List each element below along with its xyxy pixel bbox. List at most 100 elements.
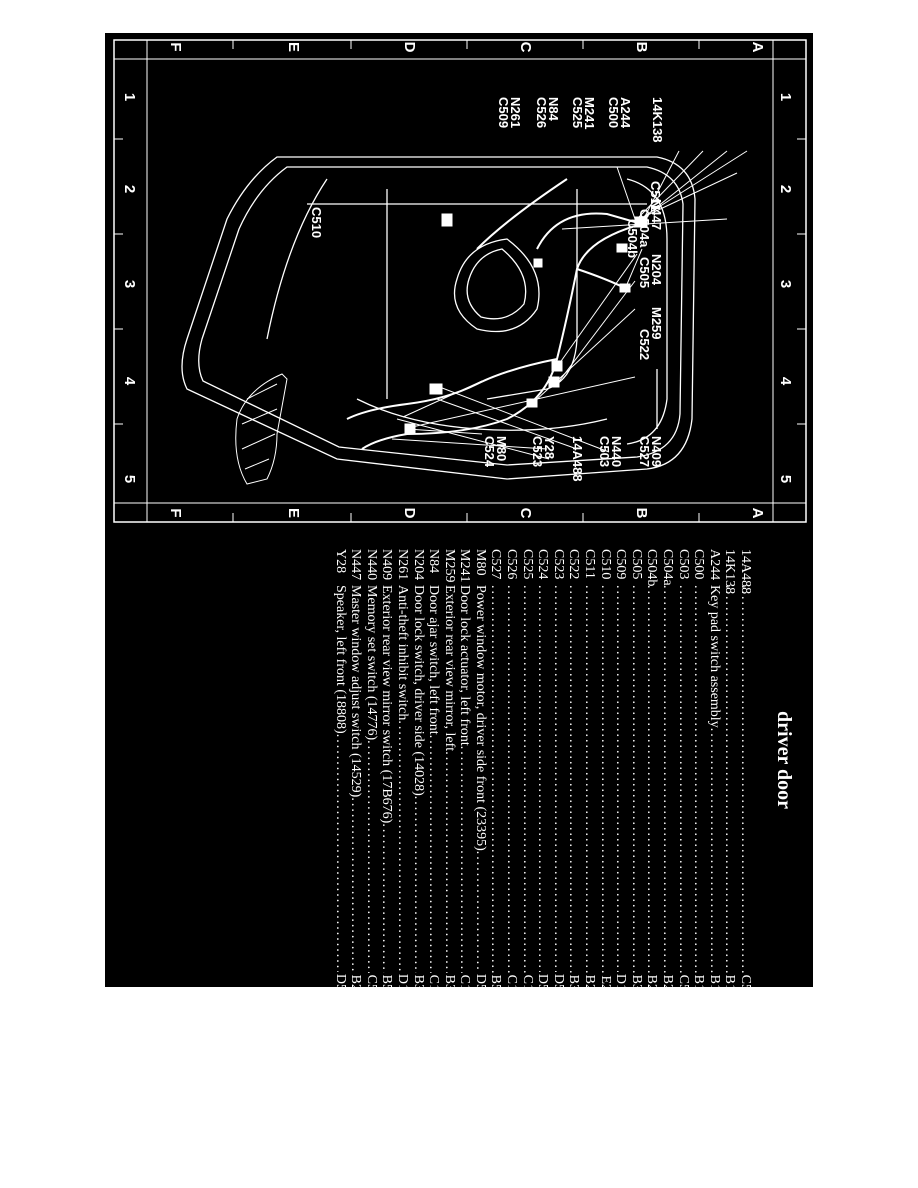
legend-row-leader-dots bbox=[363, 740, 379, 973]
rotated-page: A B C D E F A B C D E F 1 2 3 4 5 1 2 3 … bbox=[105, 33, 813, 991]
door-panel-illustration bbox=[181, 156, 696, 480]
document-sheet: A B C D E F A B C D E F 1 2 3 4 5 1 2 3 … bbox=[105, 33, 813, 991]
callout-n440: N440 bbox=[609, 436, 624, 467]
legend-row: 14A488C5 bbox=[737, 549, 753, 991]
diagram-svg: A B C D E F A B C D E F 1 2 3 4 5 1 2 3 … bbox=[113, 39, 807, 523]
col-label-4: 4 bbox=[777, 377, 794, 386]
door-thumbnail-illustration bbox=[235, 373, 288, 485]
legend-row: C505B3 bbox=[628, 549, 644, 991]
legend-row-location: B2 bbox=[644, 974, 660, 991]
row-label-f: F bbox=[167, 42, 184, 51]
legend-row-description: Anti-theft inhibit switch bbox=[394, 585, 410, 721]
callout-c510: C510 bbox=[309, 207, 324, 238]
col-label-1: 1 bbox=[777, 93, 794, 101]
legend-row-location: C5 bbox=[738, 974, 753, 991]
legend-row: C522B3 bbox=[566, 549, 581, 991]
legend-row: C509D1 bbox=[613, 549, 628, 991]
row-label-b: B bbox=[633, 42, 650, 53]
legend-row-leader-dots bbox=[394, 720, 410, 972]
legend-row-description: Door lock actuator, left front bbox=[457, 585, 473, 746]
callout-n204: N204 bbox=[649, 254, 664, 286]
legend-row-id: N84 bbox=[426, 549, 442, 574]
legend-row-id: C504b bbox=[644, 549, 660, 587]
legend-row-id: M259 bbox=[441, 549, 457, 583]
callout-m259: M259 bbox=[649, 307, 664, 340]
legend-row-leader-dots bbox=[581, 585, 597, 973]
legend-row-location: B5 bbox=[379, 974, 395, 991]
legend-row-description: Door ajar switch, left front bbox=[426, 585, 442, 735]
component-legend: driver door 14A488C514K138B1A244Key pad … bbox=[105, 533, 813, 991]
legend-row-leader-dots bbox=[504, 585, 520, 973]
row-ticks bbox=[232, 40, 700, 522]
legend-row-leader-dots bbox=[675, 585, 691, 973]
callout-14a488: 14A488 bbox=[570, 436, 585, 482]
row-label-f-right: F bbox=[167, 508, 184, 517]
callout-c504b: C504b bbox=[625, 219, 640, 258]
callout-c526: C526 bbox=[534, 97, 549, 128]
legend-row-id: C525 bbox=[519, 549, 535, 580]
legend-row-id: C527 bbox=[488, 549, 504, 580]
legend-row-leader-dots bbox=[706, 728, 722, 973]
legend-row-description: Door lock switch, driver side (14028) bbox=[410, 585, 426, 796]
row-label-d: D bbox=[401, 42, 418, 53]
callout-c504a: C504a bbox=[637, 209, 652, 248]
callout-c511: C511 bbox=[648, 181, 663, 211]
legend-row: C503C5 bbox=[675, 549, 691, 991]
legend-row-description: Exterior rear view mirror, left bbox=[441, 585, 457, 752]
legend-row-location: D5 bbox=[535, 973, 551, 991]
callout-labels: 14K138 C511 N447 C504a C504b N204 C505 M… bbox=[309, 97, 665, 482]
legend-row: C523D5 bbox=[550, 549, 566, 991]
callout-leaders bbox=[391, 150, 748, 460]
row-label-b-right: B bbox=[633, 508, 650, 519]
legend-row-leader-dots bbox=[644, 585, 660, 973]
legend-row-location: C5 bbox=[363, 974, 379, 991]
legend-row: C511B2 bbox=[581, 549, 597, 991]
legend-row-description: Power window motor, driver side front (2… bbox=[472, 585, 488, 851]
legend-row-description: Master window adjust switch (14529) bbox=[348, 585, 364, 798]
legend-row-id: C524 bbox=[535, 549, 551, 580]
legend-row-leader-dots bbox=[628, 585, 644, 973]
legend-row-id: C526 bbox=[504, 549, 520, 580]
legend-row-leader-dots bbox=[348, 797, 364, 972]
legend-row: 14K138B1 bbox=[722, 549, 738, 991]
legend-row-id: C504a bbox=[660, 549, 676, 586]
callout-c525: C525 bbox=[570, 97, 585, 128]
callout-n261: N261 bbox=[508, 97, 523, 128]
legend-row-location: C1 bbox=[426, 974, 442, 991]
legend-list: 14A488C514K138B1A244Key pad switch assem… bbox=[332, 549, 753, 991]
legend-row-id: N204 bbox=[410, 549, 426, 581]
callout-c500: C500 bbox=[606, 97, 621, 128]
callout-n84: N84 bbox=[546, 97, 561, 122]
legend-row-leader-dots bbox=[597, 585, 613, 973]
legend-row-leader-dots bbox=[488, 585, 504, 973]
legend-row-id: C500 bbox=[691, 549, 707, 580]
legend-row-id: M80 bbox=[472, 549, 488, 576]
legend-row-id: C523 bbox=[550, 549, 566, 580]
col-label-2-bottom: 2 bbox=[121, 185, 138, 193]
legend-row-leader-dots bbox=[659, 585, 675, 973]
legend-row-description: Memory set switch (14776) bbox=[363, 585, 379, 741]
legend-row: C504bB2 bbox=[644, 549, 660, 991]
col-label-4-bottom: 4 bbox=[121, 377, 138, 386]
callout-c523: C523 bbox=[530, 436, 545, 467]
legend-row-id: 14A488 bbox=[738, 549, 753, 595]
callout-n447: N447 bbox=[649, 199, 664, 230]
callout-n409: N409 bbox=[649, 436, 664, 467]
legend-row-leader-dots bbox=[535, 585, 551, 972]
col-label-1-bottom: 1 bbox=[121, 93, 138, 101]
legend-row-leader-dots bbox=[691, 585, 707, 973]
diagram-border bbox=[113, 39, 807, 523]
legend-row-leader-dots bbox=[426, 735, 442, 973]
legend-row-description: Key pad switch assembly bbox=[706, 585, 722, 728]
legend-row-location: B2 bbox=[582, 974, 598, 991]
legend-row-description: Speaker, left front (18808) bbox=[332, 585, 348, 734]
legend-row-leader-dots bbox=[332, 734, 348, 972]
legend-row-id: 14K138 bbox=[722, 549, 738, 595]
legend-row-location: D5 bbox=[472, 973, 488, 991]
